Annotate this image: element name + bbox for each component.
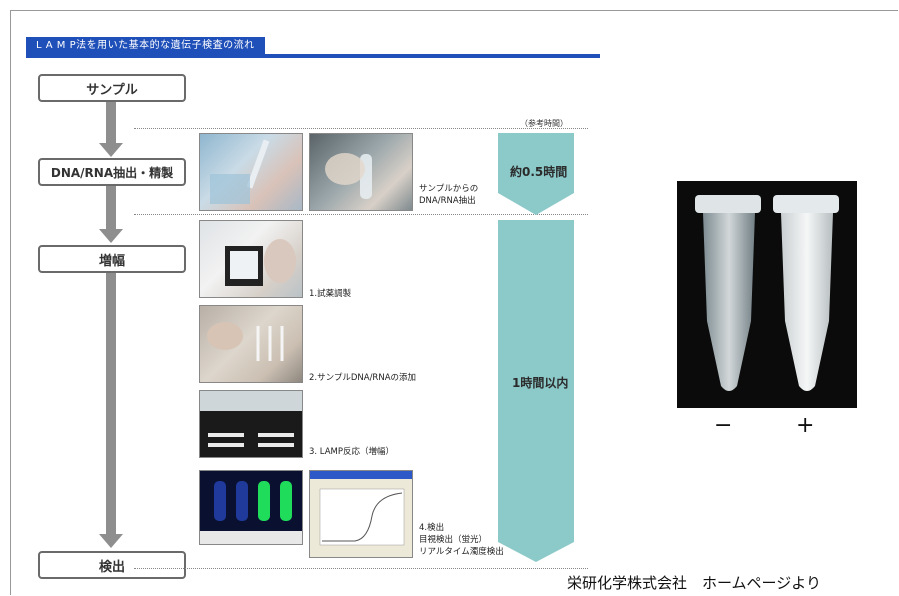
arrow-head-3 [99,534,123,548]
time-arrow-2 [498,220,574,562]
photo-extraction-tube [309,133,413,211]
photo-turbidity-software [309,470,413,558]
separator-line [134,214,588,215]
caption-detection-1: 4.検出 [419,523,445,533]
photo-lamp-reaction [199,390,303,458]
arrow-head-1 [99,143,123,157]
time-label-1: 約0.5時間 [510,165,568,179]
caption-detection-3: リアルタイム濁度検出 [419,547,504,557]
positive-sign: + [796,413,815,438]
page-frame [10,10,898,595]
arrow-head-2 [99,229,123,243]
reference-time-label: （参考時間） [520,119,568,128]
negative-sign: − [714,413,733,438]
diagram-title: L A M P法を用いた基本的な遺伝子検査の流れ [26,37,265,54]
step-amplify: 増幅 [38,245,186,273]
caption-detection-2: 目視検出（蛍光） [419,535,488,545]
caption-lamp-reaction: 3. LAMP反応（増幅） [309,447,395,457]
time-label-2: 1時間以内 [512,376,569,390]
step-detect: 検出 [38,551,186,579]
separator-line [134,128,588,129]
caption-sample-addition: 2.サンプルDNA/RNAの添加 [309,373,417,383]
photo-reagent-preparation [199,220,303,298]
caption-extraction-2: DNA/RNA抽出 [419,196,476,206]
photo-result-tubes [677,181,857,408]
caption-extraction-1: サンプルからの [419,184,479,194]
arrow-shaft-1 [106,102,116,144]
step-extract: DNA/RNA抽出・精製 [38,158,186,186]
arrow-shaft-3 [106,273,116,535]
separator-line [134,568,588,569]
title-underline [26,54,600,58]
arrow-shaft-2 [106,186,116,230]
photo-fluorescence-detection [199,470,303,545]
source-credit: 栄研化学株式会社 ホームページより [567,574,821,592]
step-sample: サンプル [38,74,186,102]
photo-extraction-pipette [199,133,303,211]
caption-reagent: 1.試薬調製 [309,289,352,299]
photo-sample-addition [199,305,303,383]
time-arrow-1 [498,133,574,215]
